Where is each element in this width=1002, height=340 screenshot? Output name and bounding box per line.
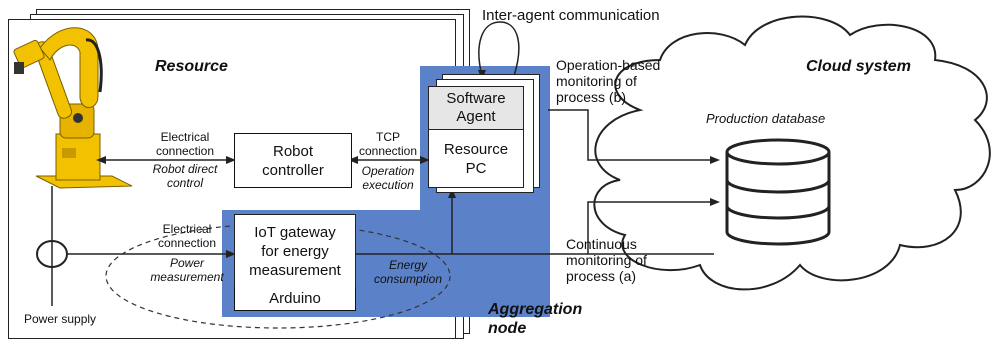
operation-monitoring-line2: monitoring of [556,73,637,89]
production-database-icon [725,138,831,246]
continuous-monitoring-line2: monitoring of [566,252,647,268]
software-agent-box: Software Agent [428,86,524,130]
power-measurement-line1: Power [169,256,204,270]
operation-monitoring-line3: process (b) [556,89,627,105]
robot-controller-box: Robot controller [234,133,352,188]
robot-link-line2: connection [155,144,215,158]
software-agent-line2: Agent [456,108,496,125]
iot-gateway-line1: IoT gateway [254,223,336,241]
industrial-robot-icon [13,27,133,189]
tcp-link-line1: TCP [376,130,400,144]
iot-gateway-line3: measurement [249,261,341,279]
production-database-label: Production database [706,111,826,126]
operation-execution-label: Operation execution [350,164,426,192]
continuous-monitoring-line1: Continuous [566,236,637,252]
energy-consumption-line2: consumption [373,272,443,286]
resource-pc-line2: PC [465,159,487,177]
robot-link-line1: Electrical [160,130,210,144]
aggregation-node-line2: node [488,320,527,337]
software-agent-line1: Software [446,90,506,107]
power-link-label: Electrical connection [142,222,232,250]
aggregation-node-label: Aggregation node [488,300,582,338]
cloud-title: Cloud system [806,58,911,75]
iot-gateway-box: IoT gateway for energy measurement [234,214,356,288]
resource-pc-box: Resource PC [428,130,524,188]
operation-execution-line2: execution [362,178,414,192]
operation-monitoring-line1: Operation-based [556,57,661,73]
power-measurement-label: Power measurement [142,256,232,284]
continuous-monitoring-line3: process (a) [566,268,637,284]
tcp-link-label: TCP connection [350,130,426,158]
operation-monitoring-label: Operation-based monitoring of process (b… [556,57,660,105]
power-link-line2: connection [157,236,217,250]
inter-agent-label: Inter-agent communication [482,7,660,24]
energy-consumption-line1: Energy [388,258,428,272]
resource-title: Resource [155,58,228,75]
resource-pc-line1: Resource [443,140,509,158]
arduino-box: Arduino [234,287,356,311]
robot-controller-line2: controller [262,161,324,179]
energy-consumption-label: Energy consumption [370,258,446,286]
iot-gateway-line2: for energy [261,242,329,260]
power-supply-label: Power supply [24,312,97,326]
aggregation-node-line1: Aggregation [488,301,583,318]
robot-controller-line1: Robot [272,142,314,160]
robot-direct-control-label: Robot direct control [138,162,232,190]
robot-direct-control-text: Robot direct control [152,162,218,190]
robot-link-label: Electrical connection [140,130,230,158]
continuous-monitoring-label: Continuous monitoring of process (a) [566,236,647,284]
arduino-label: Arduino [269,290,321,307]
power-link-line1: Electrical [162,222,212,236]
operation-execution-line1: Operation [361,164,415,178]
tcp-link-line2: connection [358,144,418,158]
power-measurement-line2: measurement [150,270,224,284]
